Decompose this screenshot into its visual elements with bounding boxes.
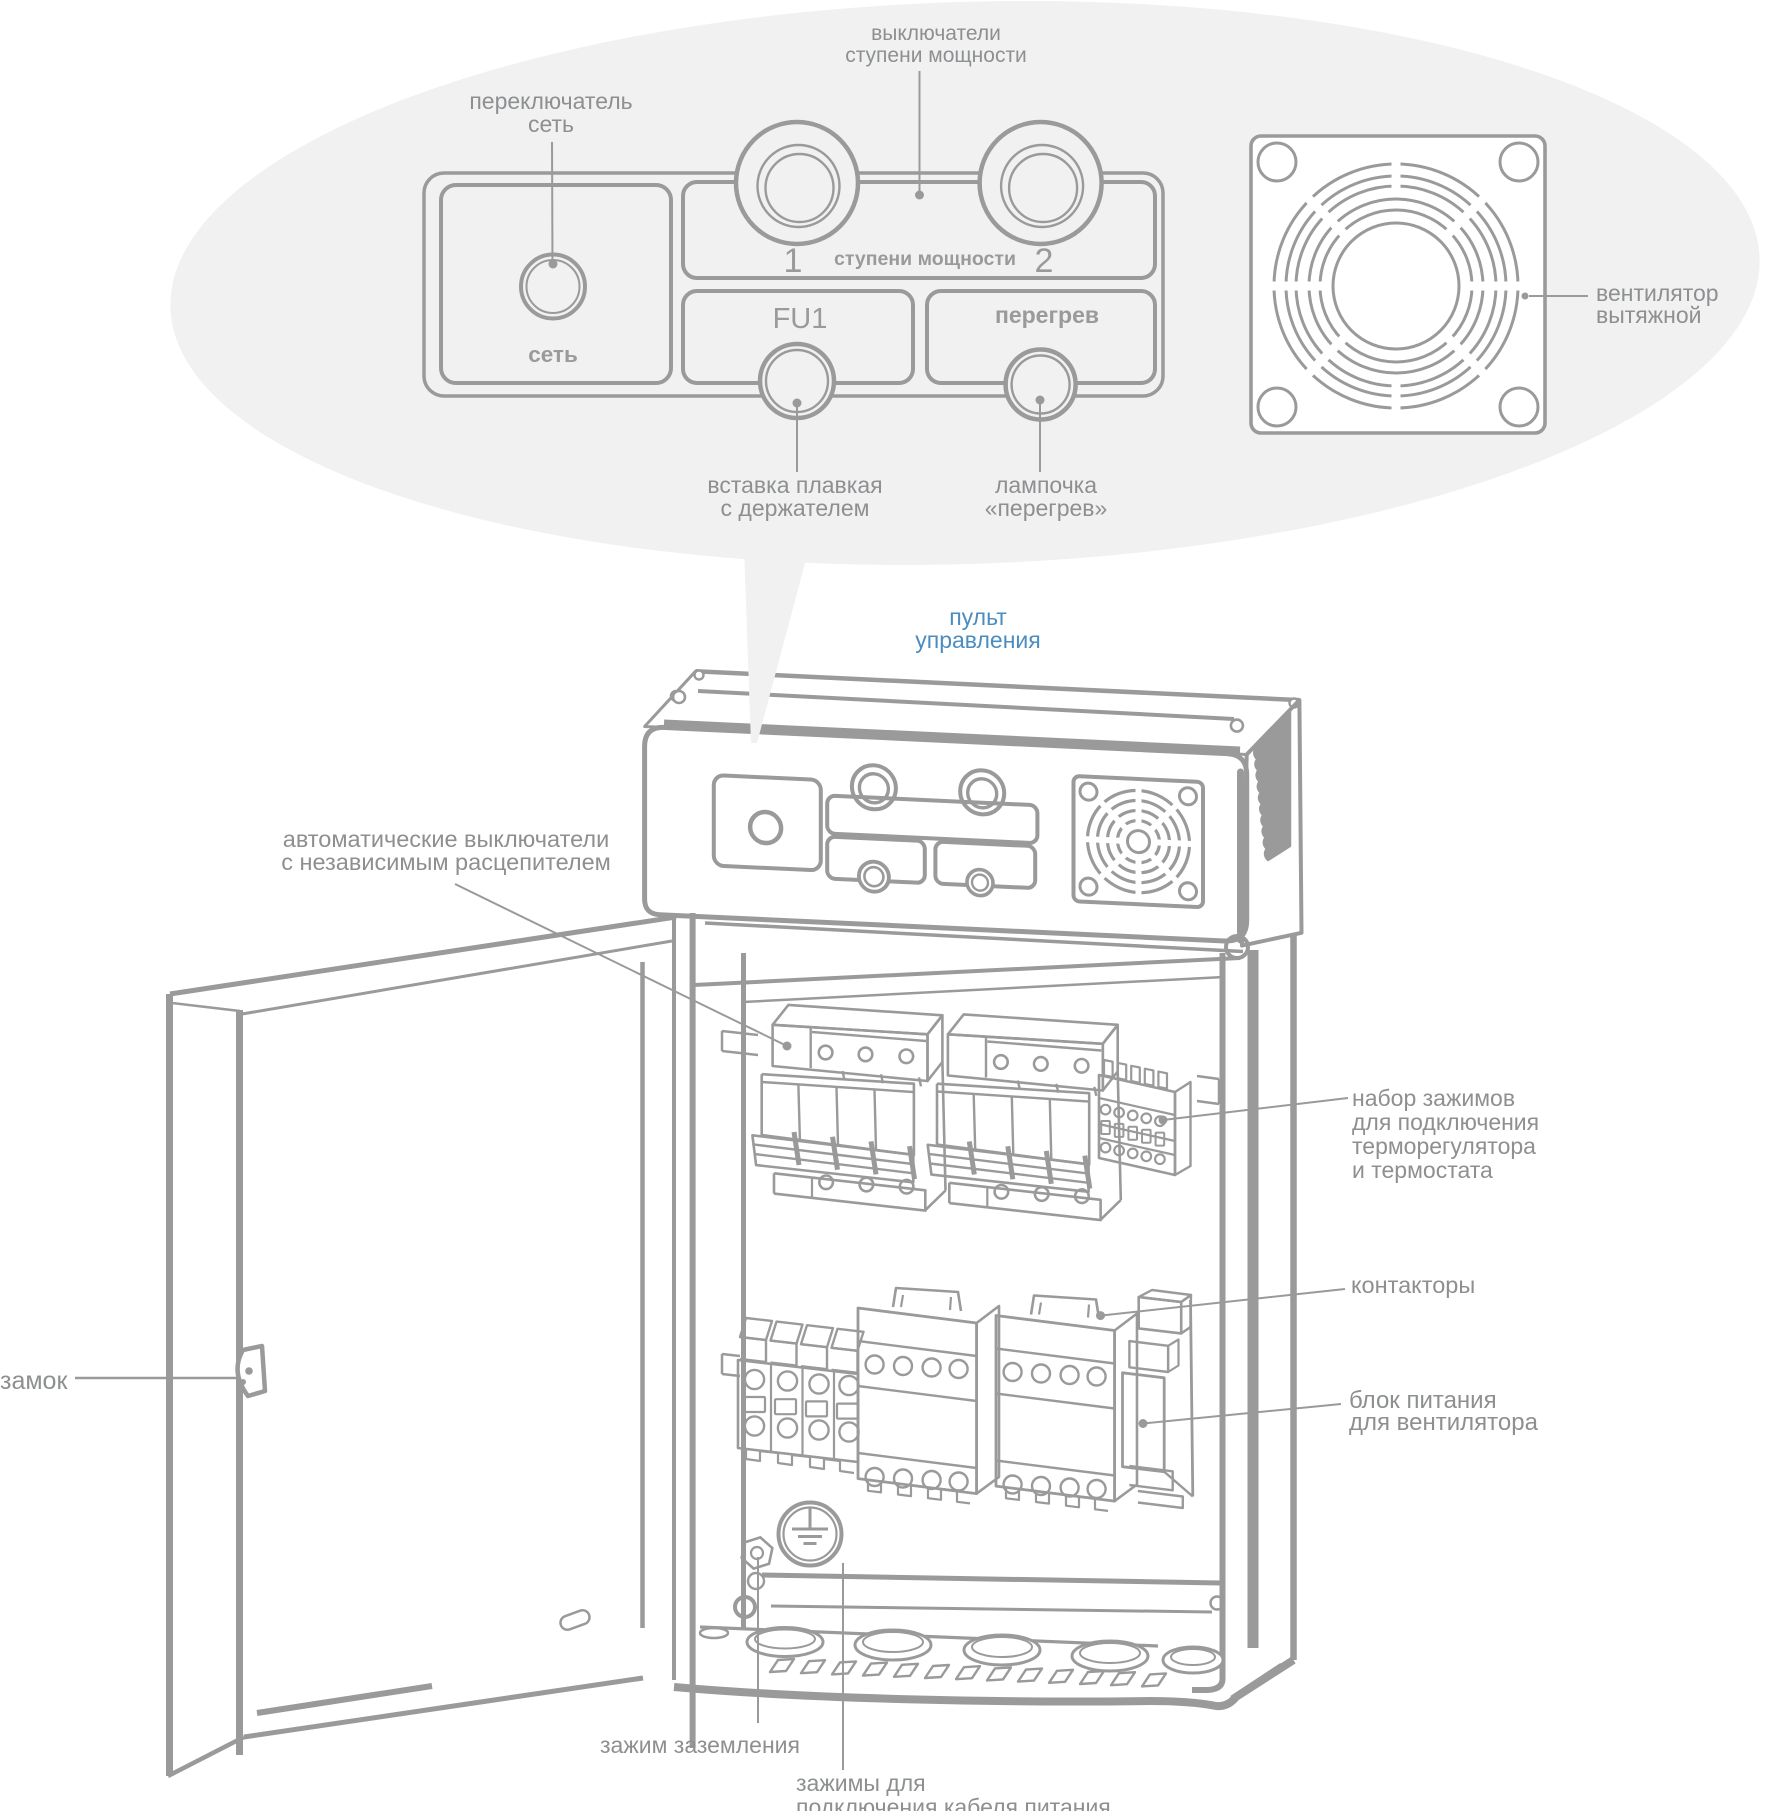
svg-text:1: 1 [784, 242, 803, 280]
svg-text:вставка плавкая: вставка плавкая [707, 472, 882, 498]
svg-text:сеть: сеть [528, 111, 574, 137]
svg-text:«перегрев»: «перегрев» [985, 495, 1108, 521]
svg-text:зажимы для: зажимы для [796, 1770, 926, 1796]
svg-text:терморегулятора: терморегулятора [1352, 1133, 1536, 1159]
svg-text:2: 2 [1035, 242, 1054, 280]
svg-text:переключатель: переключатель [469, 88, 632, 114]
svg-text:вентилятор: вентилятор [1596, 280, 1719, 306]
svg-text:ступени мощности: ступени мощности [834, 248, 1016, 270]
svg-text:подключения кабеля питания: подключения кабеля питания [796, 1794, 1111, 1811]
svg-text:автоматические выключатели: автоматические выключатели [283, 826, 609, 852]
svg-text:блок питания: блок питания [1349, 1387, 1497, 1414]
svg-text:с держателем: с держателем [721, 495, 870, 521]
svg-text:замок: замок [0, 1367, 68, 1395]
svg-text:зажим заземления: зажим заземления [600, 1732, 800, 1758]
svg-text:выключатели: выключатели [871, 22, 1001, 45]
svg-text:лампочка: лампочка [995, 472, 1097, 498]
svg-text:сеть: сеть [528, 342, 578, 367]
svg-text:вытяжной: вытяжной [1596, 302, 1701, 328]
svg-text:и термостата: и термостата [1352, 1157, 1493, 1183]
svg-text:для подключения: для подключения [1352, 1109, 1539, 1135]
svg-text:FU1: FU1 [773, 303, 828, 335]
svg-text:управления: управления [915, 627, 1040, 653]
svg-text:пульт: пульт [949, 604, 1007, 630]
svg-text:контакторы: контакторы [1351, 1272, 1475, 1298]
svg-text:для вентилятора: для вентилятора [1349, 1409, 1539, 1436]
svg-text:с независимым расцепителем: с независимым расцепителем [281, 849, 611, 875]
svg-text:перегрев: перегрев [995, 302, 1099, 328]
svg-text:ступени мощности: ступени мощности [845, 44, 1027, 67]
svg-text:набор зажимов: набор зажимов [1352, 1085, 1515, 1111]
